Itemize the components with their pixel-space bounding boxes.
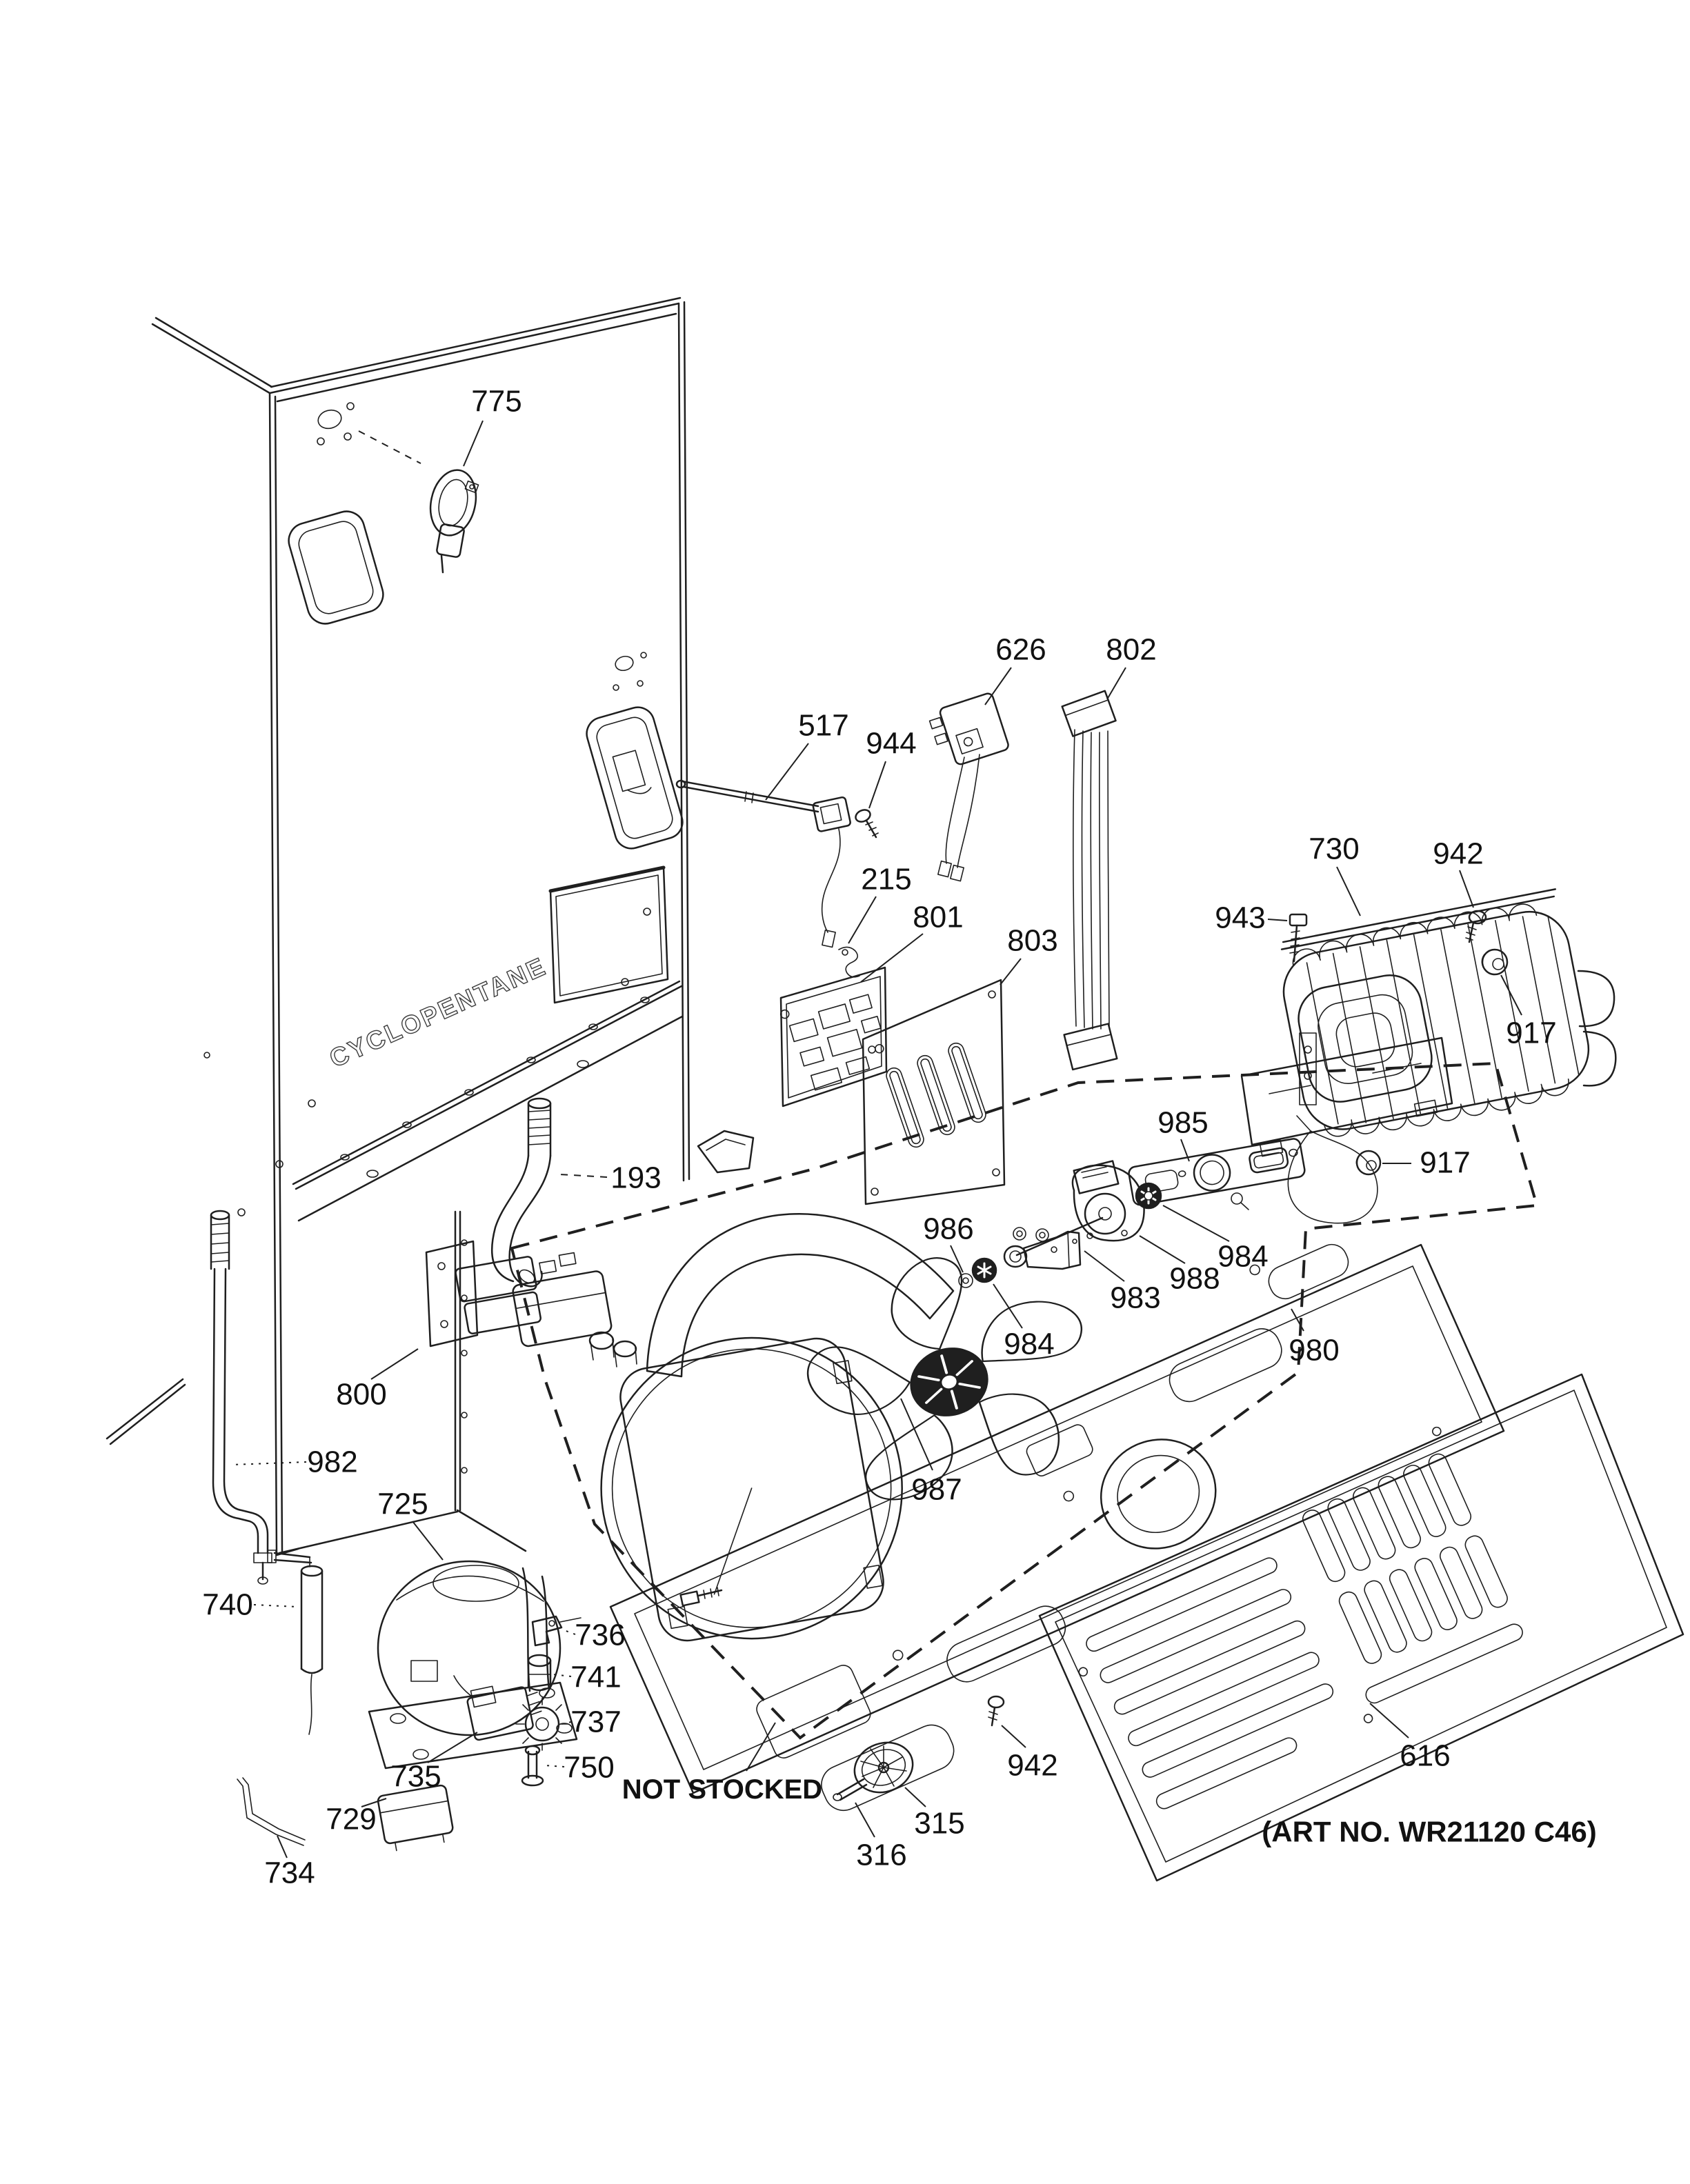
not-stocked-label: NOT STOCKED	[622, 1774, 822, 1805]
part-734-wire	[237, 1777, 306, 1846]
callout-734: 734	[264, 1856, 315, 1890]
callout-193: 193	[610, 1161, 661, 1195]
part-737-bushing	[515, 1697, 569, 1751]
callout-626: 626	[995, 633, 1046, 667]
part-802-harness	[1061, 690, 1118, 1071]
part-616-grille	[1038, 1373, 1684, 1882]
group-980-boundary	[510, 1061, 1539, 1740]
part-hose-clip	[697, 1130, 755, 1174]
callout-750: 750	[564, 1751, 614, 1785]
part-917-grommet-lower	[1355, 1150, 1382, 1176]
part-729-cover	[377, 1784, 454, 1852]
callout-803: 803	[1007, 924, 1057, 958]
part-983-motor-bracket	[1003, 1230, 1082, 1270]
part-750-stud	[521, 1745, 544, 1787]
part-730-condenser	[1240, 888, 1617, 1224]
callout-985: 985	[1157, 1106, 1208, 1140]
part-944-screw	[855, 809, 879, 839]
callout-315: 315	[914, 1807, 964, 1841]
part-942-screw-bottom	[987, 1695, 1005, 1727]
part-741-grommet	[527, 1654, 552, 1692]
callout-517: 517	[798, 709, 848, 743]
callout-943: 943	[1215, 901, 1265, 935]
callout-725: 725	[377, 1487, 428, 1521]
callout-801: 801	[913, 901, 963, 934]
part-740-drier	[267, 1550, 324, 1735]
callout-988: 988	[1169, 1262, 1220, 1296]
part-987-fan-blade	[806, 1257, 1083, 1501]
callout-986: 986	[923, 1212, 973, 1246]
part-fan-shroud	[600, 1212, 955, 1642]
callout-944: 944	[866, 727, 916, 761]
part-517-probe	[675, 779, 851, 948]
callout-730: 730	[1309, 832, 1359, 866]
callout-729: 729	[326, 1803, 376, 1836]
callout-737: 737	[570, 1705, 621, 1739]
part-316-pin	[833, 1778, 868, 1801]
callout-984-upper: 984	[1217, 1240, 1268, 1274]
callout-980: 980	[1289, 1334, 1339, 1367]
part-803-cover-plate	[862, 979, 1006, 1205]
callout-800: 800	[336, 1378, 386, 1412]
callout-917-lower: 917	[1420, 1146, 1470, 1180]
part-735-relay	[453, 1675, 542, 1741]
callout-616: 616	[1400, 1739, 1450, 1773]
cabinet-back-panel	[106, 297, 690, 1556]
callout-982: 982	[307, 1445, 357, 1479]
part-982-water-tube	[210, 1210, 272, 1585]
part-bracket-washers	[1013, 1227, 1049, 1242]
part-801-control-board	[779, 966, 888, 1108]
part-917-grommet-upper	[1481, 948, 1509, 976]
callout-735: 735	[390, 1760, 441, 1794]
part-943-bolt	[1289, 913, 1308, 963]
callout-316: 316	[856, 1839, 906, 1872]
leader-lines	[231, 420, 1522, 1859]
part-626-switch	[928, 692, 1009, 882]
part-215-clip	[838, 946, 860, 978]
part-942-screw-top	[1465, 910, 1487, 943]
callout-942-bottom: 942	[1007, 1749, 1057, 1783]
callout-736: 736	[575, 1619, 625, 1652]
part-736-clamp	[531, 1615, 563, 1647]
callout-741: 741	[570, 1661, 621, 1694]
part-shroud-bolt	[679, 1587, 723, 1607]
part-984-hub-lower	[971, 1257, 997, 1283]
part-988-motor	[1015, 1160, 1145, 1256]
callout-917-upper: 917	[1506, 1016, 1556, 1050]
callout-983: 983	[1110, 1281, 1160, 1315]
part-986-nut	[958, 1273, 973, 1288]
part-984-hub-upper	[1135, 1182, 1162, 1210]
callout-984-lower: 984	[1004, 1328, 1054, 1361]
part-775-tube-clamp	[429, 469, 479, 574]
part-deck-not-stocked	[609, 1243, 1505, 1812]
callout-942-top: 942	[1433, 837, 1483, 871]
art-no-label: (ART NO. WR21120 C46)	[1262, 1816, 1596, 1848]
part-315-wheel	[853, 1741, 914, 1794]
callout-802: 802	[1106, 633, 1156, 667]
part-800-water-valve	[425, 1240, 637, 1367]
callout-740: 740	[202, 1588, 252, 1622]
cyclopentane-marking: CYCLOPENTANE	[326, 952, 551, 1073]
callout-987: 987	[911, 1473, 962, 1507]
callout-775: 775	[471, 385, 521, 419]
callout-215: 215	[861, 863, 911, 896]
